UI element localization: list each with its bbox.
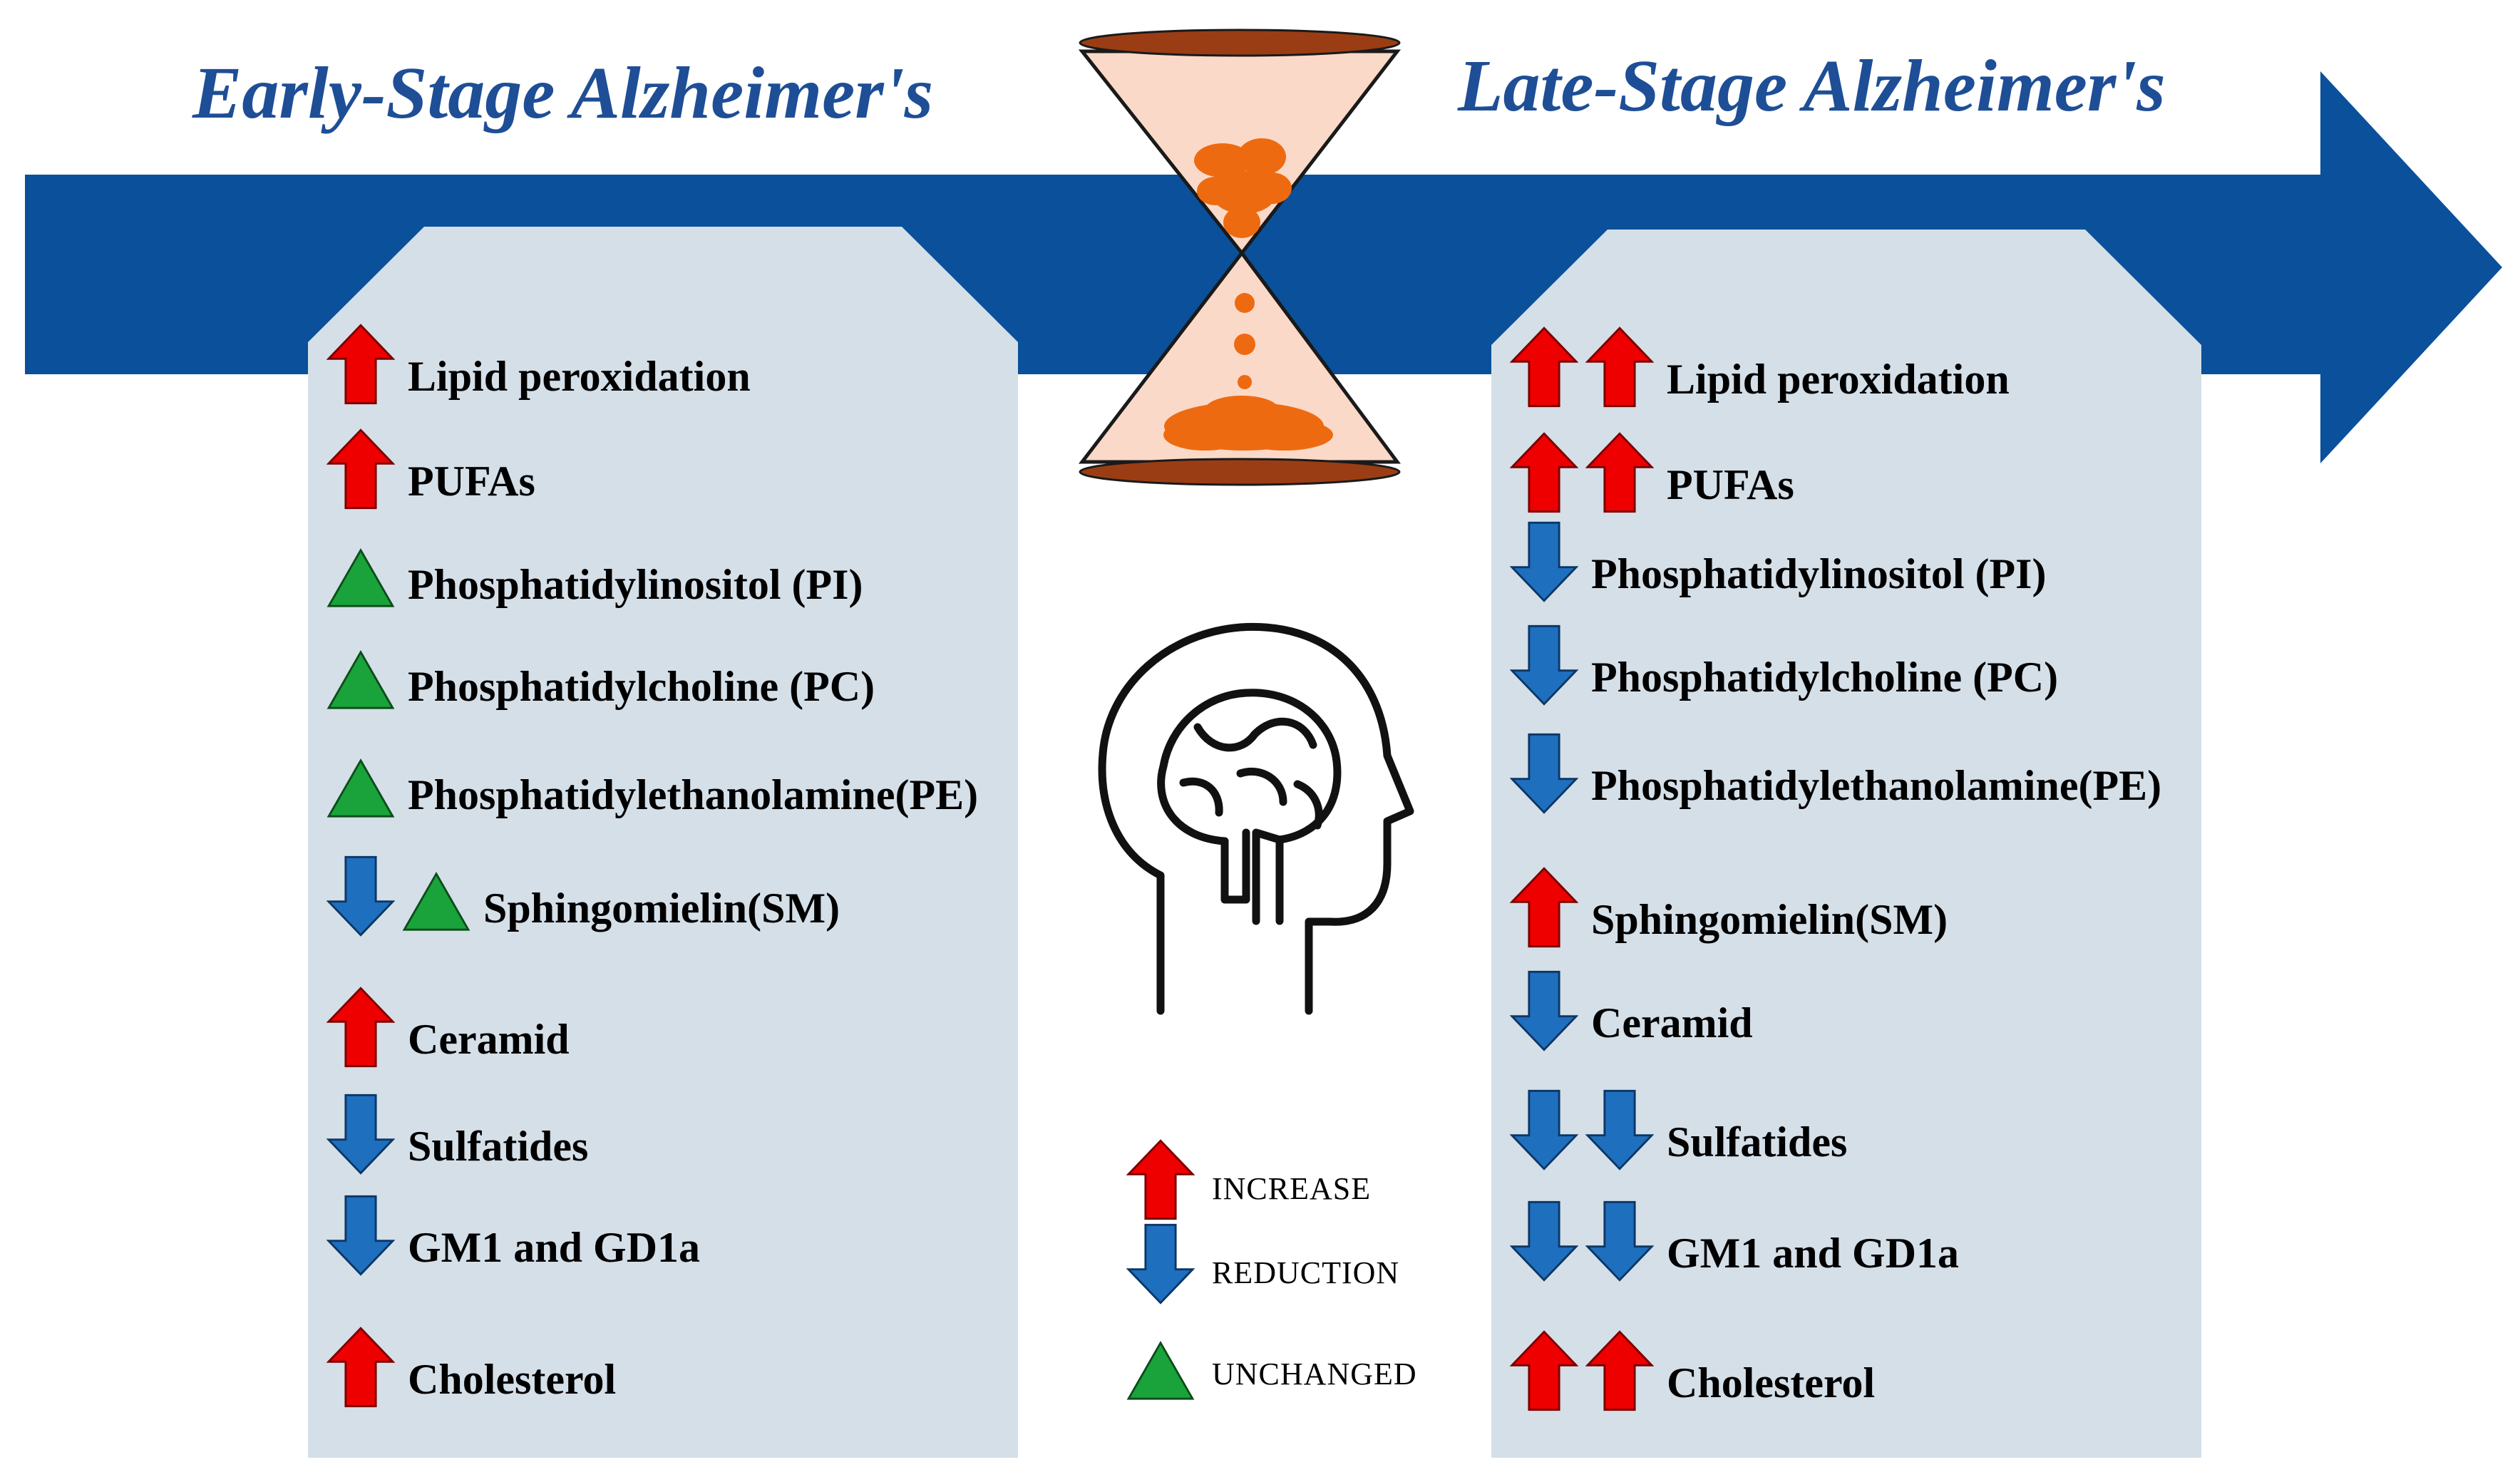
- reduction-arrow-icon: [1127, 1223, 1194, 1304]
- legend-item-unchanged: UNCHANGED: [1127, 1342, 1417, 1400]
- unchanged-triangle-icon: [1127, 1342, 1194, 1400]
- legend-label: REDUCTION: [1212, 1255, 1399, 1290]
- lipid-label: Phosphatidylinositol (PI): [408, 561, 863, 608]
- lipid-label: Phosphatidylcholine (PC): [408, 663, 875, 710]
- lipid-label: Lipid peroxidation: [1667, 356, 2010, 403]
- lipid-label: GM1 and GD1a: [408, 1224, 700, 1271]
- head-brain-icon: [1098, 622, 1414, 1015]
- lipid-label: PUFAs: [408, 458, 535, 505]
- legend: INCREASE REDUCTION UNCHANGED: [1127, 1139, 1417, 1400]
- list-item: Phosphatidylethanolamine(PE): [1511, 733, 2161, 814]
- early-stage-title: Early-Stage Alzheimer's: [192, 52, 933, 134]
- lipid-label: Sulfatides: [1667, 1118, 1847, 1165]
- legend-item-reduction: REDUCTION: [1127, 1223, 1399, 1304]
- lipid-label: Sulfatides: [408, 1123, 588, 1170]
- lipid-label: Ceramid: [1591, 999, 1753, 1046]
- lipid-label: Lipid peroxidation: [408, 353, 751, 400]
- legend-label: UNCHANGED: [1212, 1357, 1417, 1391]
- early-stage-panel: [308, 227, 1018, 1458]
- lipid-label: Cholesterol: [408, 1356, 616, 1403]
- lipid-label: Phosphatidylethanolamine(PE): [1591, 762, 2161, 809]
- increase-arrow-icon: [1127, 1139, 1194, 1220]
- list-item: Phosphatidylcholine (PC): [327, 651, 875, 710]
- list-item: Phosphatidylinositol (PI): [327, 549, 863, 608]
- list-item: Sulfatides: [327, 1093, 588, 1175]
- late-stage-list: Lipid peroxidationPUFAsPhosphatidylinosi…: [1511, 326, 2161, 1411]
- early-stage-list: Lipid peroxidationPUFAsPhosphatidylinosi…: [327, 324, 978, 1408]
- list-item: Sulfatides: [1511, 1089, 1847, 1170]
- lipid-label: Cholesterol: [1667, 1359, 1875, 1406]
- list-item: Sphingomielin(SM): [327, 855, 840, 937]
- lipid-label: PUFAs: [1667, 461, 1794, 508]
- list-item: Phosphatidylinositol (PI): [1511, 521, 2046, 602]
- list-item: Phosphatidylcholine (PC): [1511, 624, 2058, 706]
- lipid-label: GM1 and GD1a: [1667, 1230, 1959, 1277]
- lipid-label: Phosphatidylinositol (PI): [1591, 550, 2046, 597]
- lipid-label: Sphingomielin(SM): [1591, 896, 1948, 943]
- hourglass-icon: [1078, 29, 1402, 486]
- late-stage-panel: [1491, 230, 2201, 1458]
- list-item: PUFAs: [1511, 432, 1794, 513]
- list-item: GM1 and GD1a: [1511, 1200, 1959, 1282]
- list-item: Sphingomielin(SM): [1511, 867, 1948, 948]
- lipid-label: Phosphatidylcholine (PC): [1591, 654, 2058, 701]
- list-item: Cholesterol: [1511, 1330, 1875, 1411]
- list-item: Lipid peroxidation: [327, 324, 751, 405]
- lipid-label: Ceramid: [408, 1016, 570, 1063]
- legend-item-increase: INCREASE: [1127, 1139, 1371, 1220]
- list-item: Phosphatidylethanolamine(PE): [327, 759, 978, 818]
- lipid-label: Phosphatidylethanolamine(PE): [408, 771, 978, 818]
- list-item: Lipid peroxidation: [1511, 326, 2010, 408]
- list-item: Cholesterol: [327, 1327, 616, 1408]
- list-item: GM1 and GD1a: [327, 1195, 700, 1276]
- list-item: Ceramid: [327, 987, 570, 1068]
- list-item: Ceramid: [1511, 970, 1753, 1051]
- legend-label: INCREASE: [1212, 1171, 1371, 1206]
- late-stage-title: Late-Stage Alzheimer's: [1457, 45, 2166, 127]
- list-item: PUFAs: [327, 428, 535, 510]
- lipid-label: Sphingomielin(SM): [483, 885, 840, 932]
